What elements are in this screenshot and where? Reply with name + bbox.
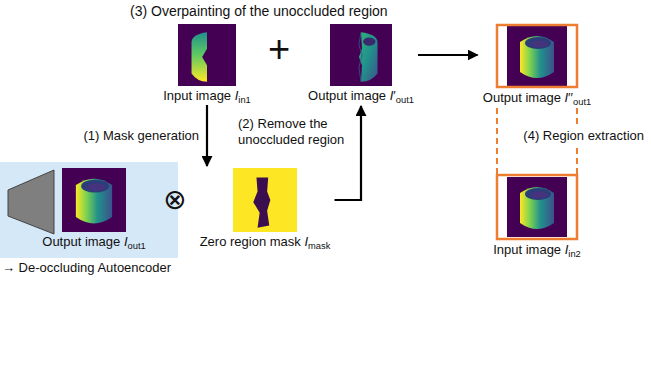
image-caption: Input image Iin1 xyxy=(163,88,251,104)
subscript: out1 xyxy=(396,95,414,105)
image-spacer xyxy=(496,174,578,242)
depth-image xyxy=(178,24,236,86)
step-label: (2) Remove the unoccluded region xyxy=(238,116,353,148)
image-caption: Output image I′′out1 xyxy=(483,90,591,106)
image-caption: Output image Iout1 xyxy=(42,234,145,250)
image-caption: Input image Iin2 xyxy=(493,242,581,258)
symbol-letter: I xyxy=(304,234,308,249)
connector xyxy=(418,54,478,56)
autoencoder-panel-node: → De-occluding AutoencoderOutput image I… xyxy=(0,162,178,258)
image-node: Input image Iin2 xyxy=(490,174,584,258)
image-spacer xyxy=(178,24,236,88)
decoder-symbol xyxy=(8,170,54,234)
depth-image xyxy=(62,168,126,232)
region-frame xyxy=(497,175,577,239)
image-spacer xyxy=(496,24,578,90)
image-caption: Zero region mask Imask xyxy=(200,234,331,250)
connector xyxy=(335,106,362,200)
diagram-title: (3) Overpainting of the unoccluded regio… xyxy=(130,3,388,19)
depth-image xyxy=(507,177,567,237)
mask-image xyxy=(233,168,297,232)
plus-operator: + xyxy=(268,30,290,68)
image-spacer xyxy=(62,168,126,234)
symbol-letter: I xyxy=(235,88,239,103)
depth-image xyxy=(330,24,392,86)
subscript: mask xyxy=(308,241,330,251)
region-frame xyxy=(497,25,577,87)
symbol-letter: I xyxy=(390,88,394,103)
image-node: Output image I′out1 xyxy=(305,24,417,104)
step-label: (1) Mask generation xyxy=(83,128,199,144)
symbol-letter: I xyxy=(124,234,128,249)
depth-image xyxy=(507,26,567,86)
image-node: Input image Iin1 xyxy=(160,24,254,104)
image-caption: Output image I′out1 xyxy=(308,88,414,104)
symbol-letter: I xyxy=(564,90,568,105)
subscript: out1 xyxy=(128,241,146,251)
subscript: in2 xyxy=(568,249,580,259)
autoencoder-panel xyxy=(0,162,178,258)
panel-caption: → De-occluding Autoencoder xyxy=(2,260,171,276)
image-node: Output image Iout1 xyxy=(39,168,149,250)
connector xyxy=(206,105,208,166)
step-label: (4) Region extraction xyxy=(521,128,646,144)
subscript: out1 xyxy=(573,97,591,107)
symbol-letter: I xyxy=(565,242,569,257)
product-operator: ⊗ xyxy=(163,186,186,214)
image-spacer xyxy=(233,168,297,234)
image-node: Output image I′′out1 xyxy=(480,24,595,106)
subscript: in1 xyxy=(238,95,250,105)
image-node: Zero region mask Imask xyxy=(197,168,334,250)
image-spacer xyxy=(330,24,392,88)
